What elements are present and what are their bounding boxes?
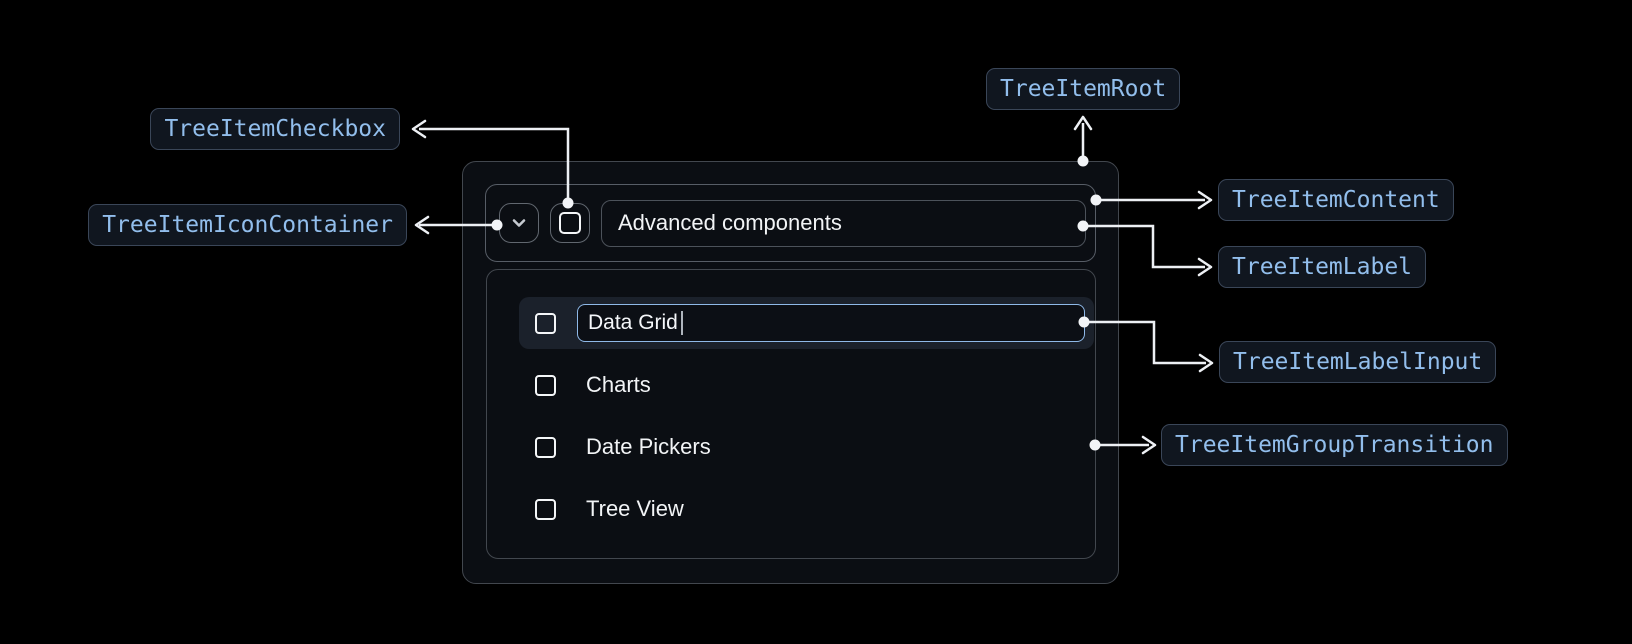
tree-item-label[interactable]: Advanced components	[601, 199, 1086, 247]
badge-tree-item-content: TreeItemContent	[1218, 179, 1454, 221]
parent-item-label-text: Advanced components	[618, 210, 842, 235]
tree-item-label-input[interactable]: Data Grid	[577, 304, 1085, 342]
tree-item-group-transition: Data Grid Charts Date Pickers Tree View	[486, 269, 1096, 559]
checkbox-square-icon	[559, 212, 581, 234]
badge-tree-item-checkbox: TreeItemCheckbox	[150, 108, 400, 150]
badge-tree-item-group-transition: TreeItemGroupTransition	[1161, 424, 1508, 466]
tree-item-icon-container expand-button[interactable]	[499, 203, 539, 243]
tree-item-checkbox[interactable]	[550, 203, 590, 243]
tree-item-content[interactable]: Advanced components	[485, 184, 1096, 262]
tree-item-label-text: Tree View	[586, 496, 684, 521]
tree-row[interactable]: Date Pickers	[519, 421, 1094, 473]
tree-item-label-text: Charts	[586, 372, 651, 397]
badge-tree-item-label: TreeItemLabel	[1218, 246, 1427, 288]
checkbox-square-icon[interactable]	[535, 374, 556, 396]
badge-tree-item-root: TreeItemRoot	[986, 68, 1181, 110]
chevron-down-icon	[512, 219, 526, 227]
tree-row-editing[interactable]: Data Grid	[519, 297, 1094, 349]
tree-row[interactable]: Charts	[519, 359, 1094, 411]
connector-tree-item-root	[1073, 115, 1093, 167]
checkbox-square-icon[interactable]	[535, 312, 556, 334]
checkbox-square-icon[interactable]	[535, 498, 556, 520]
text-cursor	[680, 311, 683, 335]
checkbox-square-icon[interactable]	[535, 436, 556, 458]
tree-item-root: Advanced components Data Grid Charts Dat…	[462, 161, 1119, 584]
tree-item-label-text: Date Pickers	[586, 434, 711, 459]
label-input-value: Data Grid	[588, 311, 678, 334]
badge-tree-item-icon-container: TreeItemIconContainer	[88, 204, 407, 246]
tree-row[interactable]: Tree View	[519, 483, 1094, 535]
badge-tree-item-label-input: TreeItemLabelInput	[1219, 341, 1497, 383]
